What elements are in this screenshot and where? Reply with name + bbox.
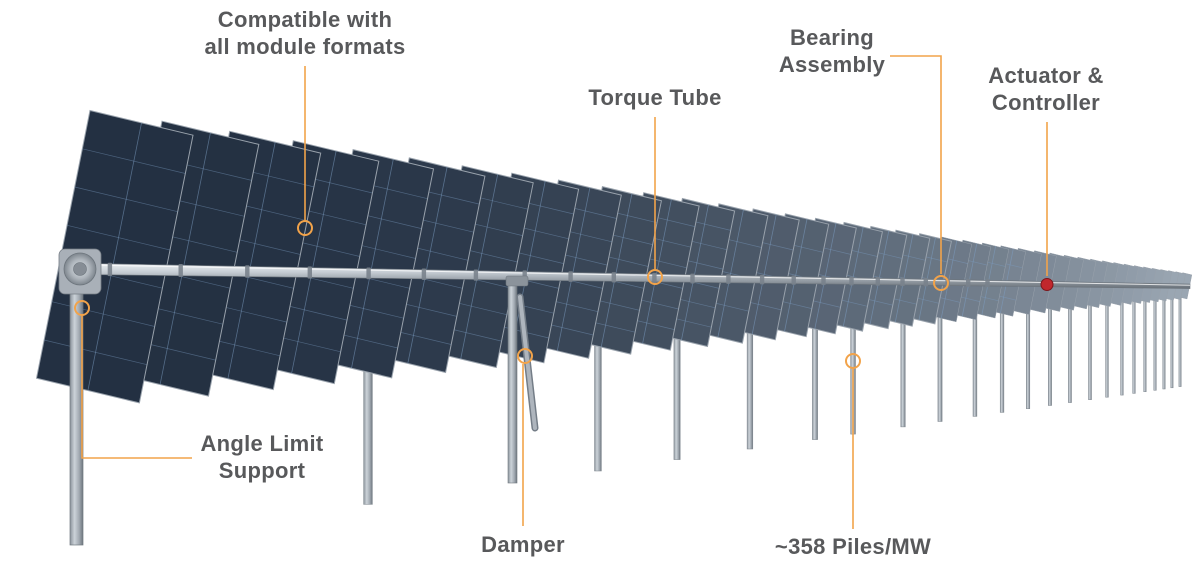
tube-clamp xyxy=(611,272,616,283)
label-damper: Damper xyxy=(481,532,565,557)
tube-clamp xyxy=(821,276,826,286)
flange-hub xyxy=(73,262,87,276)
torque-tube-group xyxy=(74,262,1191,289)
front-structures-group xyxy=(58,248,1054,546)
angle-limit-support-post xyxy=(69,285,84,546)
callout-markers-group xyxy=(74,55,1048,529)
tube-clamp xyxy=(985,279,990,288)
pile-post xyxy=(1153,290,1157,391)
tube-clamp xyxy=(421,268,427,280)
tube-clamp xyxy=(107,262,113,277)
damper-post xyxy=(507,279,518,484)
tube-clamp xyxy=(652,272,657,283)
marker-angle-limit xyxy=(74,300,90,316)
pile-post xyxy=(1178,290,1182,387)
marker-damper xyxy=(517,348,533,364)
leader-line-angle-limit xyxy=(81,316,192,459)
tube-clamp xyxy=(690,273,695,284)
tube-clamp xyxy=(875,277,880,286)
tube-clamp xyxy=(923,277,928,287)
actuator-motor-dot xyxy=(1040,278,1054,291)
label-angle-limit-support: Angle Limit Support xyxy=(200,431,324,483)
solar-panels-group xyxy=(35,109,1193,404)
pile-post xyxy=(1162,290,1166,390)
pile-post xyxy=(1143,289,1147,392)
label-bearing-assembly: Bearing Assembly xyxy=(778,25,886,77)
tube-clamp xyxy=(366,267,371,280)
tube-clamp xyxy=(726,274,731,284)
label-actuator-controller: Actuator & Controller xyxy=(988,63,1104,115)
tube-clamp xyxy=(178,264,183,277)
marker-bearing-assembly xyxy=(933,275,949,291)
tube-clamp xyxy=(791,275,796,285)
tube-clamp xyxy=(849,276,854,286)
tube-clamp xyxy=(568,271,573,282)
tube-clamp xyxy=(900,277,905,287)
tube-clamp xyxy=(759,274,765,285)
marker-piles xyxy=(845,353,861,369)
label-module-formats: Compatible with all module formats xyxy=(204,7,406,59)
label-torque-tube: Torque Tube xyxy=(588,85,722,110)
tube-clamp xyxy=(307,266,312,279)
pile-post xyxy=(1170,290,1174,389)
tube-clamp xyxy=(966,278,971,287)
tube-clamp xyxy=(473,269,479,281)
label-piles-per-mw: ~358 Piles/MW xyxy=(774,534,932,559)
marker-module-formats xyxy=(297,220,313,236)
marker-torque-tube xyxy=(647,269,663,285)
pile-post xyxy=(1132,289,1136,394)
tube-clamp xyxy=(245,265,250,278)
damper-bracket xyxy=(505,275,529,287)
leader-line-bearing-assembly xyxy=(890,55,942,274)
